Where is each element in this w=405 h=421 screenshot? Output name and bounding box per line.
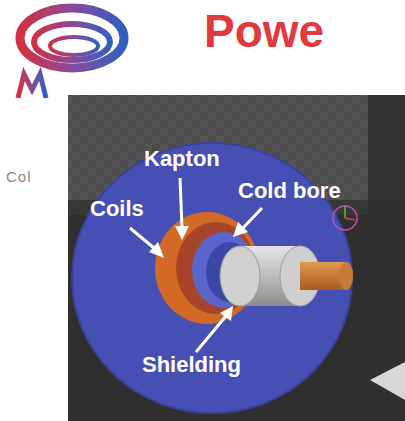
arrows: [130, 178, 262, 352]
part-label: Cold bore: [238, 178, 341, 204]
render-panel: [68, 95, 405, 421]
flange-disk: [72, 143, 352, 413]
coils: [155, 212, 259, 324]
part-label: Shielding: [142, 352, 241, 378]
logo-text: Col: [6, 168, 32, 185]
logo: [18, 8, 124, 98]
part-label: Coils: [90, 196, 144, 222]
part-label: Kapton: [144, 146, 220, 172]
beam-pipe: [300, 262, 353, 290]
slide-title: Powe: [204, 4, 324, 58]
